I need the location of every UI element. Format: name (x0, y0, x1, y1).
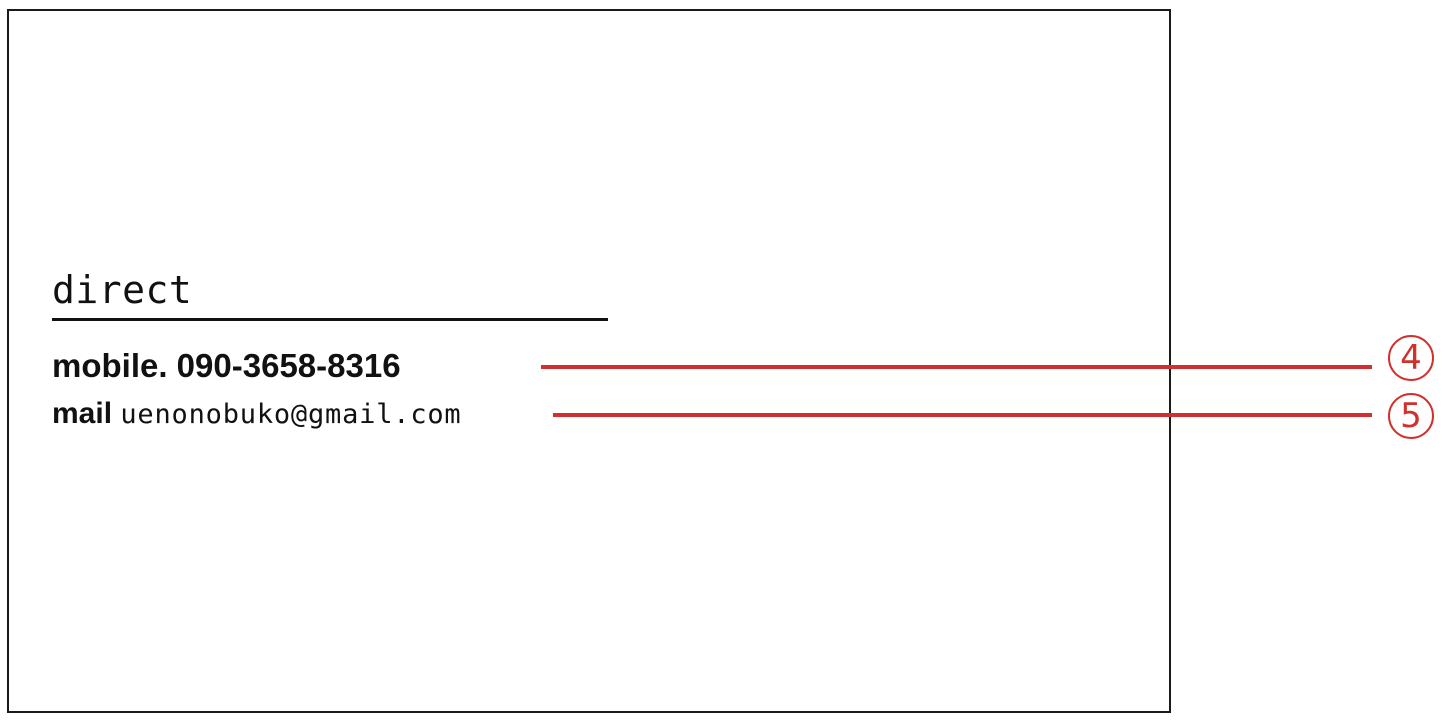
section-heading-direct: direct (52, 268, 193, 312)
callout-badge-5: 5 (1388, 393, 1434, 439)
business-card (7, 9, 1171, 713)
mail-address: uenonobuko@gmail.com (120, 399, 462, 430)
callout-line-4 (541, 365, 1372, 369)
callout-line-5 (553, 413, 1372, 417)
mail-label: mail (52, 397, 113, 430)
mail-address-row: mail uenonobuko@gmail.com (52, 396, 461, 433)
heading-underline (52, 318, 608, 321)
mobile-number: mobile. 090-3658-8316 (52, 347, 401, 384)
callout-badge-4: 4 (1388, 335, 1434, 381)
